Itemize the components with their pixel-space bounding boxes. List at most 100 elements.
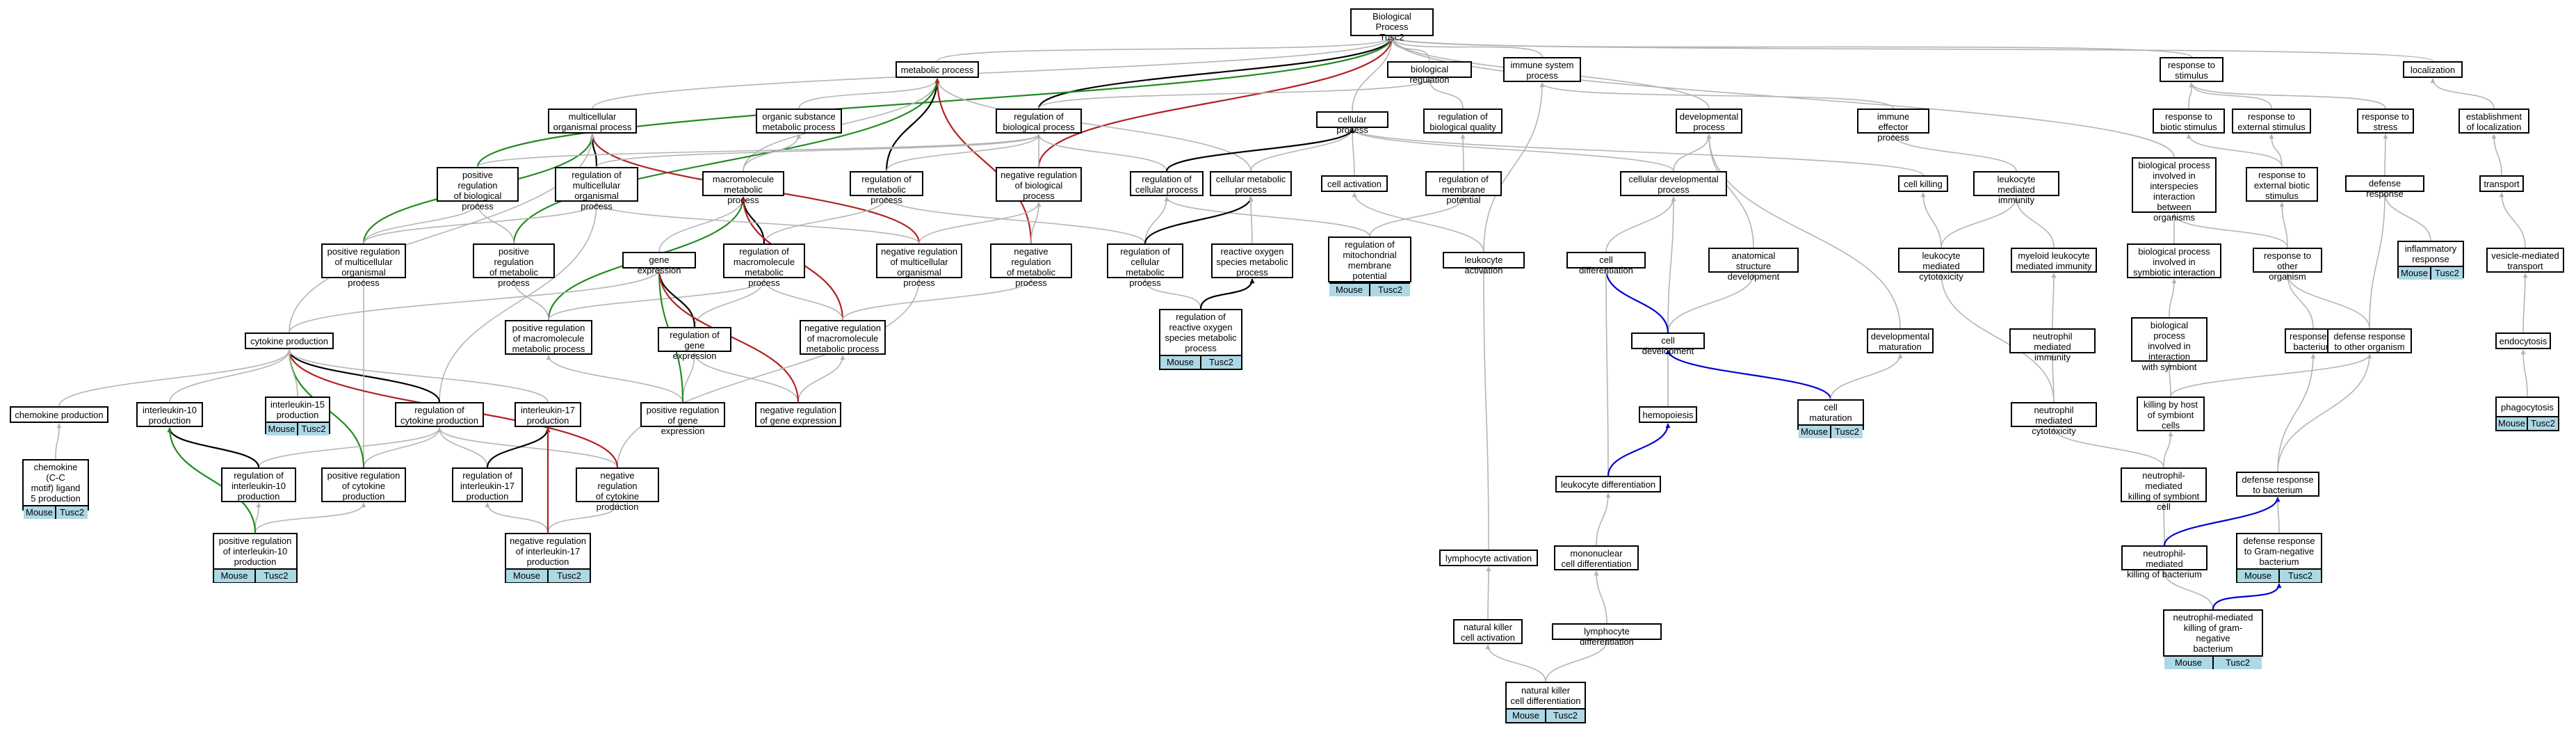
go-term-defother[interactable]: defense response to other organism bbox=[2327, 328, 2412, 353]
go-term-macromet[interactable]: macromolecule metabolic process bbox=[702, 171, 784, 205]
go-term-respextern[interactable]: response to external stimulus bbox=[2232, 109, 2311, 134]
go-term-negregcyto[interactable]: negative regulation of cytokine producti… bbox=[576, 467, 659, 512]
go-term-defbact[interactable]: defense response to bacterium bbox=[2236, 472, 2319, 497]
go-term-cellmet[interactable]: cellular metabolic process bbox=[1210, 171, 1292, 196]
go-term-regmembpot[interactable]: regulation of membrane potential bbox=[1425, 171, 1502, 205]
go-term-respbiotic[interactable]: response to biotic stimulus bbox=[2153, 109, 2225, 134]
go-term-negregmet[interactable]: negative regulation of metabolic process bbox=[990, 243, 1072, 288]
go-term-posreggene[interactable]: positive regulation of gene expression bbox=[640, 402, 725, 436]
go-term-posregmulti[interactable]: positive regulation of multicellular org… bbox=[321, 243, 406, 288]
go-term-cytoprod[interactable]: cytokine production bbox=[245, 333, 334, 349]
go-term-regcell[interactable]: regulation of cellular process bbox=[1130, 171, 1204, 196]
go-term-posregil10[interactable]: positive regulation of interleukin-10 pr… bbox=[213, 533, 298, 583]
go-term-orgsubst[interactable]: organic substance metabolic process bbox=[756, 109, 842, 134]
go-term-negregmulti[interactable]: negative regulation of multicellular org… bbox=[876, 243, 962, 288]
go-term-leukdiff[interactable]: leukocyte differentiation bbox=[1555, 476, 1661, 492]
go-term-ros[interactable]: reactive oxygen species metabolic proces… bbox=[1211, 243, 1293, 278]
go-term-multiorg[interactable]: multicellular organismal process bbox=[548, 109, 637, 134]
go-term-regil17[interactable]: regulation of interleukin-17 production bbox=[452, 467, 523, 502]
go-term-lymphact[interactable]: lymphocyte activation bbox=[1439, 550, 1538, 566]
go-term-transport[interactable]: transport bbox=[2479, 175, 2524, 192]
edge-macromet-to-orgsubst bbox=[743, 134, 802, 172]
go-term-endocytosis[interactable]: endocytosis bbox=[2495, 333, 2551, 349]
go-term-bpinterspec[interactable]: biological process involved in interspec… bbox=[2132, 157, 2217, 223]
go-term-immune[interactable]: immune system process bbox=[1503, 57, 1581, 82]
go-term-cellular[interactable]: cellular process bbox=[1316, 111, 1388, 135]
go-term-neutkillbact[interactable]: neutrophil-mediated killing of bacterium bbox=[2121, 545, 2208, 579]
go-term-lymphdiff[interactable]: lymphocyte differentiation bbox=[1552, 623, 1662, 647]
go-term-regcyto[interactable]: regulation of cytokine production bbox=[395, 402, 484, 427]
go-term-chemoprod[interactable]: chemokine production bbox=[10, 406, 108, 423]
go-term-bp[interactable]: Biological Process Tusc2 bbox=[1350, 8, 1434, 42]
go-term-reggene[interactable]: regulation of gene expression bbox=[658, 327, 731, 361]
go-term-regmito[interactable]: regulation of mitochondrial membrane pot… bbox=[1328, 237, 1411, 296]
go-term-cellact[interactable]: cell activation bbox=[1321, 175, 1388, 192]
go-term-immeffector[interactable]: immune effector process bbox=[1857, 109, 1929, 143]
go-term-geneexp[interactable]: gene expression bbox=[622, 252, 696, 275]
go-term-hemopoiesis[interactable]: hemopoiesis bbox=[1639, 406, 1697, 423]
go-term-myeloid[interactable]: myeloid leukocyte mediated immunity bbox=[2011, 248, 2097, 273]
go-term-localization[interactable]: localization bbox=[2403, 61, 2463, 78]
go-term-respstim[interactable]: response to stimulus bbox=[2160, 57, 2223, 82]
edge-regcellmet-to-regcell bbox=[1144, 196, 1169, 244]
go-term-regcellmet[interactable]: regulation of cellular metabolic process bbox=[1107, 243, 1183, 288]
go-term-label: positive regulation of gene expression bbox=[646, 405, 720, 436]
go-term-negregil17[interactable]: negative regulation of interleukin-17 pr… bbox=[505, 533, 591, 583]
go-term-leukact[interactable]: leukocyte activation bbox=[1443, 252, 1525, 275]
go-term-cellkill[interactable]: cell killing bbox=[1898, 175, 1948, 192]
go-term-respother[interactable]: response to other organism bbox=[2253, 248, 2322, 282]
go-term-celldiff[interactable]: cell differentiation bbox=[1566, 252, 1646, 275]
go-term-il17prod[interactable]: interleukin-17 production bbox=[515, 402, 581, 427]
go-term-bioreg[interactable]: biological regulation bbox=[1387, 61, 1472, 85]
go-term-bpsymbint[interactable]: biological process involved in interacti… bbox=[2131, 317, 2208, 372]
go-term-mononuc[interactable]: mononuclear cell differentiation bbox=[1554, 545, 1639, 570]
go-term-neutmedimm[interactable]: neutrophil mediated immunity bbox=[2009, 328, 2096, 362]
go-term-posregcyto[interactable]: positive regulation of cytokine producti… bbox=[321, 467, 406, 502]
go-term-label: metabolic process bbox=[900, 64, 974, 75]
go-term-metabolic[interactable]: metabolic process bbox=[896, 61, 979, 78]
go-term-negregmacro[interactable]: negative regulation of macromolecule met… bbox=[800, 320, 886, 355]
go-term-bpsymb[interactable]: biological process involved in symbiotic… bbox=[2127, 243, 2221, 278]
go-term-leukmedcyto[interactable]: leukocyte mediated cytotoxicity bbox=[1898, 248, 1984, 282]
edge-inflam-to-defresp bbox=[2382, 192, 2431, 241]
go-term-anatstruct[interactable]: anatomical structure development bbox=[1708, 248, 1799, 282]
go-term-negregbio[interactable]: negative regulation of biological proces… bbox=[996, 167, 1082, 202]
go-term-leukmedimm[interactable]: leukocyte mediated immunity bbox=[1973, 171, 2059, 205]
go-term-vesicle[interactable]: vesicle-mediated transport bbox=[2486, 248, 2564, 273]
go-term-regmacro[interactable]: regulation of macromolecule metabolic pr… bbox=[723, 243, 805, 288]
go-term-regmet[interactable]: regulation of metabolic process bbox=[850, 171, 923, 205]
go-term-posregbio[interactable]: positive regulation of biological proces… bbox=[437, 167, 519, 211]
go-term-neutkillsymb[interactable]: neutrophil-mediated killing of symbiont … bbox=[2121, 467, 2207, 512]
edge-negregmet-to-negregbio bbox=[1030, 202, 1042, 244]
go-term-nkact[interactable]: natural killer cell activation bbox=[1453, 619, 1523, 644]
go-term-defresp[interactable]: defense response bbox=[2345, 175, 2424, 199]
go-term-regbio[interactable]: regulation of biological process bbox=[996, 109, 1082, 134]
go-term-neutcyto[interactable]: neutrophil mediated cytotoxicity bbox=[2011, 402, 2097, 436]
go-term-celldevel[interactable]: cell development bbox=[1631, 333, 1705, 356]
go-term-celldev[interactable]: cellular developmental process bbox=[1620, 171, 1727, 196]
go-term-devmat[interactable]: developmental maturation bbox=[1867, 328, 1934, 353]
go-term-respextbiotic[interactable]: response to external biotic stimulus bbox=[2246, 167, 2318, 202]
go-term-il10prod[interactable]: interleukin-10 production bbox=[136, 402, 203, 427]
go-term-regmulti[interactable]: regulation of multicellular organismal p… bbox=[555, 167, 638, 211]
go-term-regil10[interactable]: regulation of interleukin-10 production bbox=[221, 467, 296, 502]
edge-defother-to-respother bbox=[2285, 273, 2370, 329]
go-term-regros[interactable]: regulation of reactive oxygen species me… bbox=[1159, 309, 1242, 370]
go-term-posregmacro[interactable]: positive regulation of macromolecule met… bbox=[505, 320, 592, 355]
go-term-respstress[interactable]: response to stress bbox=[2357, 109, 2414, 134]
go-term-neutkillgram[interactable]: neutrophil-mediated killing of gram-nega… bbox=[2163, 609, 2263, 669]
go-term-developmental[interactable]: developmental process bbox=[1676, 109, 1742, 134]
go-term-ccl5[interactable]: chemokine (C-C motif) ligand 5 productio… bbox=[22, 459, 89, 519]
go-term-posregmet[interactable]: positive regulation of metabolic process bbox=[473, 243, 555, 288]
edge-regmito-to-regmembpot bbox=[1369, 196, 1466, 237]
go-term-defgramneg[interactable]: defense response to Gram-negative bacter… bbox=[2236, 533, 2322, 583]
go-term-killhost[interactable]: killing by host of symbiont cells bbox=[2137, 396, 2205, 431]
go-term-estlocal[interactable]: establishment of localization bbox=[2458, 109, 2529, 134]
go-term-negreggene[interactable]: negative regulation of gene expression bbox=[755, 402, 841, 427]
go-term-regbioqual[interactable]: regulation of biological quality bbox=[1423, 109, 1502, 134]
